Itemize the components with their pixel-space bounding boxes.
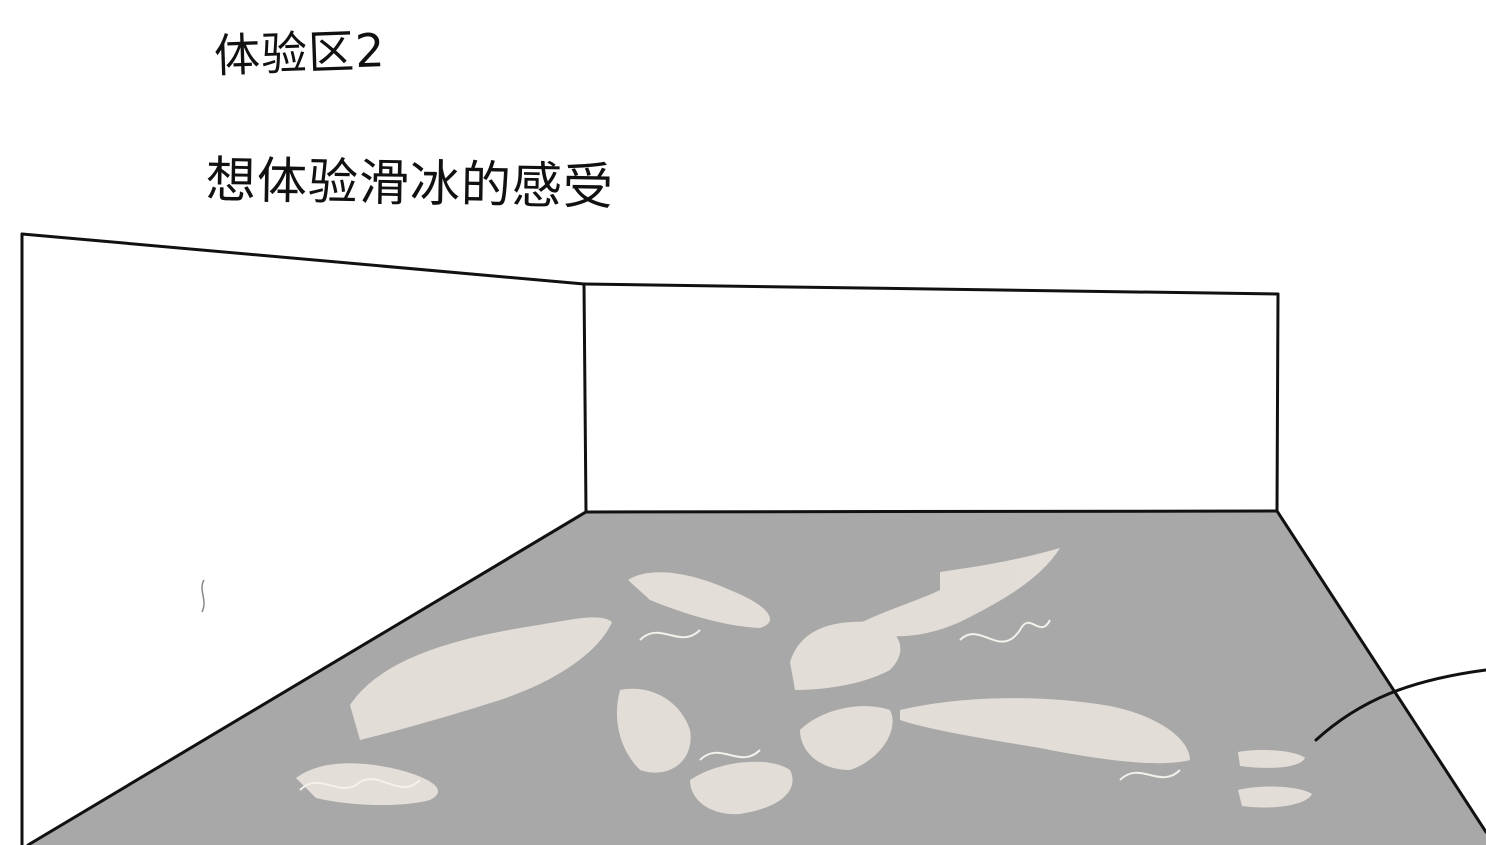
ice-scribbles [299, 619, 1181, 791]
ice-patch [350, 617, 612, 740]
floor [28, 511, 1486, 845]
ice-patch [900, 698, 1190, 764]
ice-patches [296, 548, 1312, 815]
ice-patch [628, 572, 770, 628]
ice-patch [1238, 750, 1305, 768]
ice-patch [296, 763, 439, 806]
ice-patch [690, 761, 793, 815]
ice-patch [850, 548, 1060, 637]
room-outline [20, 232, 1486, 845]
ice-patch [1238, 786, 1312, 808]
ice-patch [790, 621, 901, 690]
back-wall-right-edge [1275, 292, 1280, 513]
stray-mark [201, 579, 205, 613]
back-wall-left-edge [582, 282, 588, 514]
floor-left-edge [26, 510, 588, 845]
back-wall-bottom-edge [584, 509, 1279, 514]
left-wall-top-edge [20, 232, 586, 286]
ice-patch [800, 706, 893, 770]
annotation-arrow [1314, 668, 1486, 742]
ice-patch [616, 688, 691, 773]
floor-right-edge [1275, 509, 1486, 834]
back-wall-top-edge [582, 282, 1280, 296]
